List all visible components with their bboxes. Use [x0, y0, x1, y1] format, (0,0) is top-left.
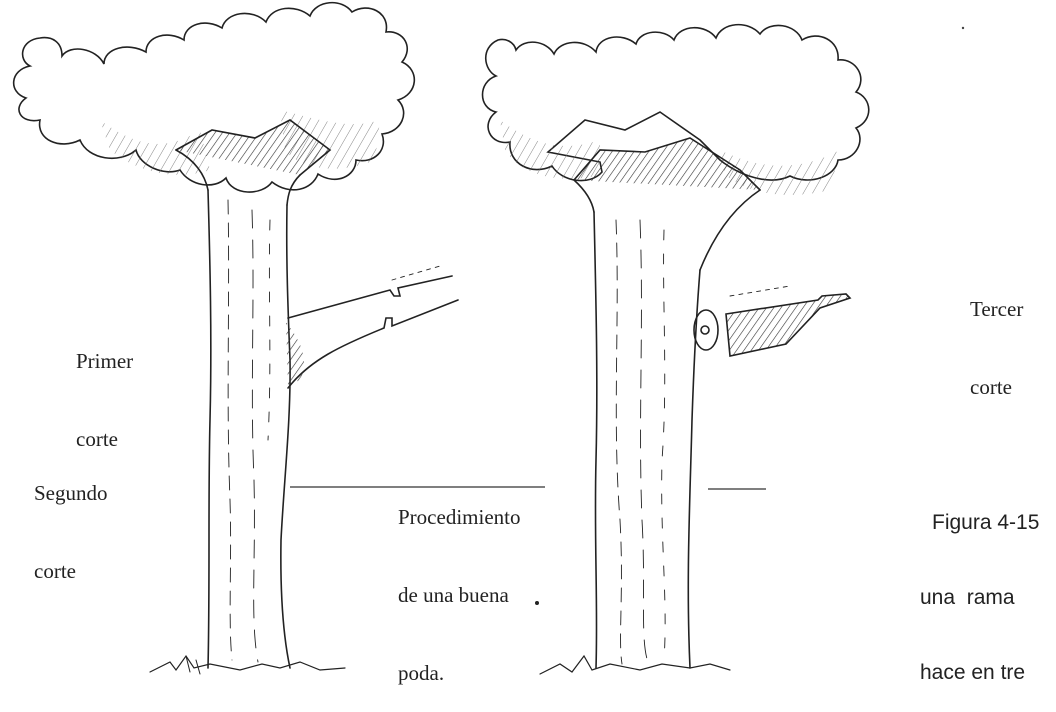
label-segundo-corte-line2: corte: [34, 558, 108, 584]
label-procedimiento-line3: poda.: [398, 660, 520, 686]
label-tercer-corte-line1: Tercer: [970, 296, 1023, 322]
right-cut-branch: [726, 294, 850, 356]
left-trunk-right-edge: [281, 205, 290, 668]
label-procedimiento-line1: Procedimiento: [398, 504, 520, 530]
label-procedimiento-line2: de una buena: [398, 582, 520, 608]
label-tercer-corte: Tercer corte: [970, 244, 1023, 426]
figure-caption-line1: Figura 4-15: [932, 510, 1039, 535]
left-trunk-left-edge: [208, 190, 211, 668]
leader-lines: [290, 487, 766, 489]
label-procedimiento: Procedimiento de una buena poda.: [398, 452, 520, 712]
label-tercer-corte-line2: corte: [970, 374, 1023, 400]
right-tree: [483, 25, 869, 674]
left-branch: [288, 276, 458, 388]
label-primer-corte-line1: Primer: [76, 348, 133, 374]
figure-caption: Figura 4-15 una rama hace en tre: [932, 460, 1039, 710]
figure-caption-line3: hace en tre: [920, 660, 1039, 685]
pruning-illustration: [0, 0, 1056, 692]
branch-collar: [694, 310, 718, 350]
figure-caption-line2: una rama: [920, 585, 1039, 610]
right-trunk-left-edge: [594, 212, 597, 668]
label-segundo-corte: Segundo corte: [34, 428, 108, 610]
label-segundo-corte-line1: Segundo: [34, 480, 108, 506]
